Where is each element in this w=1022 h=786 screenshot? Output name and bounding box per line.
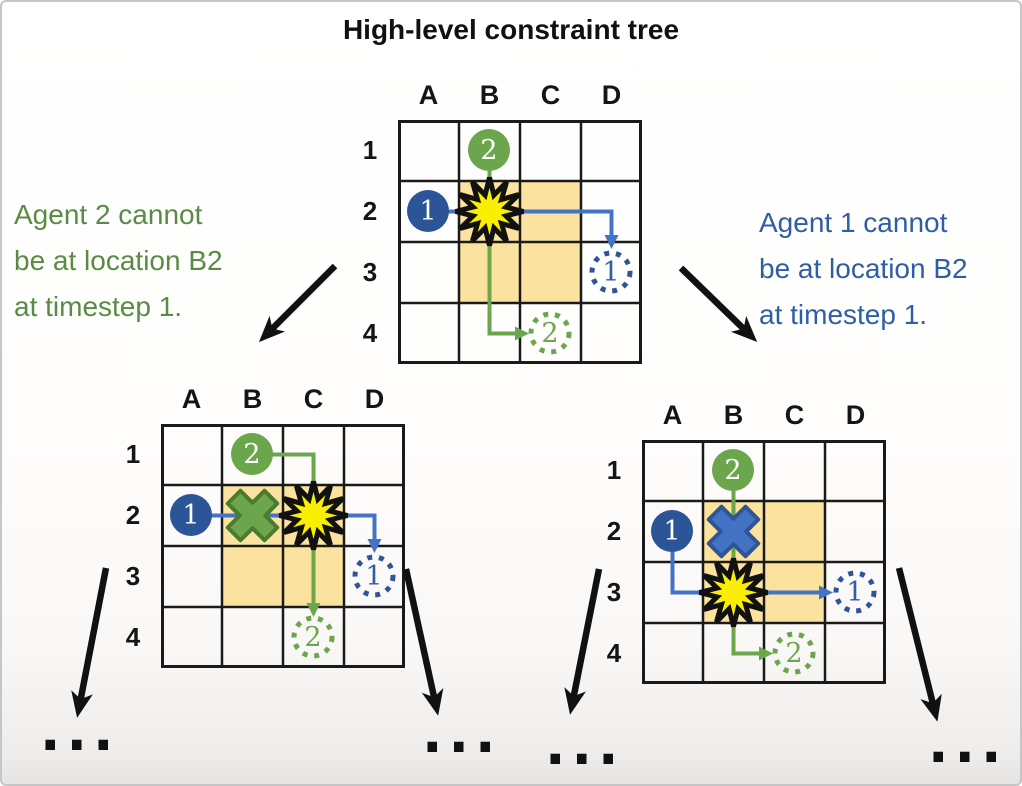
branch-arrow-to-left-child [258,263,338,343]
branch-arrow-bottom-mid-left [402,568,444,716]
col-label-a: A [418,80,439,110]
col-label-b: B [479,80,500,110]
grid-lines [642,440,886,684]
col-label-b: B [242,384,263,414]
agent2-marker: 2 [231,433,273,475]
col-label-b: B [723,400,744,430]
agent1-goal-marker: 1 [832,569,878,615]
x-mark-icon-green [225,488,280,543]
col-label-d: D [601,80,622,110]
grid-node-left-child: A B C D 1 2 3 4 [126,384,405,668]
dotted-circle-icon [528,311,572,355]
collision-star-icon [278,480,349,551]
agent2-goal-marker: 2 [290,614,336,660]
constraint-note-left: Agent 2 cannot be at location B2 at time… [14,192,223,330]
col-label-d: D [845,400,866,430]
constraint-left-line1: Agent 2 cannot [14,199,203,230]
row-label-3: 3 [362,257,378,287]
agent2-marker: 2 [712,449,754,491]
constraint-right-line1: Agent 1 cannot [759,207,948,238]
agent2-label: 2 [480,134,498,166]
row-label-4: 4 [606,638,622,668]
agent1-goal-marker: 1 [351,553,397,599]
diagram-title: High-level constraint tree [342,14,680,45]
row-label-2: 2 [606,516,622,546]
ellipsis-far-left: ... [40,700,120,763]
agent2-goal-marker: 2 [527,310,573,356]
branch-arrow-to-right-child [678,265,758,342]
constraint-right-line3: at timestep 1. [759,299,928,330]
agent2-goal-label: 2 [304,621,322,653]
agent2-label: 2 [724,454,742,486]
agent2-goal-label: 2 [541,317,559,349]
agent1-goal-label: 1 [365,560,383,592]
branch-arrow-bottom-far-right [895,567,942,722]
agent1-marker: 1 [651,510,693,552]
ellipsis-mid-left: ... [422,702,502,765]
branch-arrow-bottom-mid-right [564,568,603,715]
dotted-circle-icon [833,570,877,614]
constraint-note-right: Agent 1 cannot be at location B2 at time… [759,200,968,338]
col-label-a: A [181,384,202,414]
root-column-headers: A B C D [398,80,642,114]
row-label-3: 3 [125,561,141,591]
left-grid-svg [161,424,405,668]
agent1-label: 1 [419,195,437,227]
col-label-c: C [303,384,324,414]
left-column-headers: A B C D [161,384,405,418]
agent2-goal-marker: 2 [771,630,817,676]
collision-star-icon [698,557,769,628]
dotted-circle-icon [772,631,816,675]
row-label-4: 4 [362,318,378,348]
agent2-goal-label: 2 [785,637,803,669]
dotted-circle-icon [352,554,396,598]
x-mark-icon-blue [706,504,761,559]
left-row-headers: 1 2 3 4 [117,424,149,668]
dotted-circle-icon [291,615,335,659]
right-column-headers: A B C D [642,400,886,434]
row-label-2: 2 [125,500,141,530]
agent1-goal-label: 1 [602,256,620,288]
constraint-right-line2: be at location B2 [759,253,968,284]
grid-node-root: A B C D 1 2 3 4 [363,80,642,364]
right-row-headers: 1 2 3 4 [598,440,630,684]
agent1-goal-marker: 1 [588,249,634,295]
agent1-marker: 1 [407,190,449,232]
root-row-headers: 1 2 3 4 [354,120,386,364]
branch-arrow-bottom-far-left [71,567,110,718]
agent2-label: 2 [243,438,261,470]
agent2-marker: 2 [468,129,510,171]
agent1-label: 1 [182,499,200,531]
col-label-c: C [540,80,561,110]
col-label-d: D [364,384,385,414]
grid-lines [161,424,405,668]
grid-node-right-child: A B C D 1 2 3 4 [607,400,886,684]
constraint-left-line3: at timestep 1. [14,291,183,322]
row-label-3: 3 [606,577,622,607]
ellipsis-far-right: ... [928,712,1008,775]
row-label-1: 1 [362,135,378,165]
row-label-4: 4 [125,622,141,652]
grid-lines [398,120,642,364]
agent1-label: 1 [663,515,681,547]
right-grid-svg [642,440,886,684]
dotted-circle-icon [589,250,633,294]
agent1-goal-label: 1 [846,576,864,608]
col-label-c: C [784,400,805,430]
root-grid-svg [398,120,642,364]
constraint-left-line2: be at location B2 [14,245,223,276]
ellipsis-mid-right: ... [545,714,625,777]
row-label-2: 2 [362,196,378,226]
collision-star-icon [454,176,525,247]
agent1-marker: 1 [170,494,212,536]
row-label-1: 1 [606,455,622,485]
col-label-a: A [662,400,683,430]
row-label-1: 1 [125,439,141,469]
